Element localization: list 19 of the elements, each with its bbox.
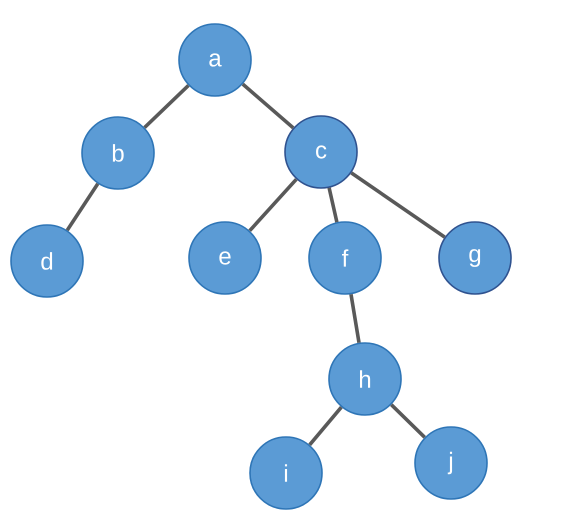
connector xyxy=(350,171,446,239)
connector xyxy=(242,82,294,130)
connector xyxy=(349,294,361,343)
connector xyxy=(248,178,298,232)
tree-node: e xyxy=(188,221,262,295)
tree-node: a xyxy=(178,23,252,97)
tree-node: j xyxy=(414,426,488,500)
connector xyxy=(143,84,190,129)
tree-node: h xyxy=(328,342,402,416)
tree-node: g xyxy=(438,221,512,295)
connector xyxy=(327,188,339,222)
tree-node: i xyxy=(249,436,323,510)
tree-node: b xyxy=(81,116,155,190)
tree-node: d xyxy=(10,224,84,298)
tree-node: f xyxy=(308,221,382,295)
tree-node: c xyxy=(284,115,358,189)
connector xyxy=(308,406,343,446)
connector xyxy=(390,403,426,439)
connector xyxy=(66,182,100,232)
